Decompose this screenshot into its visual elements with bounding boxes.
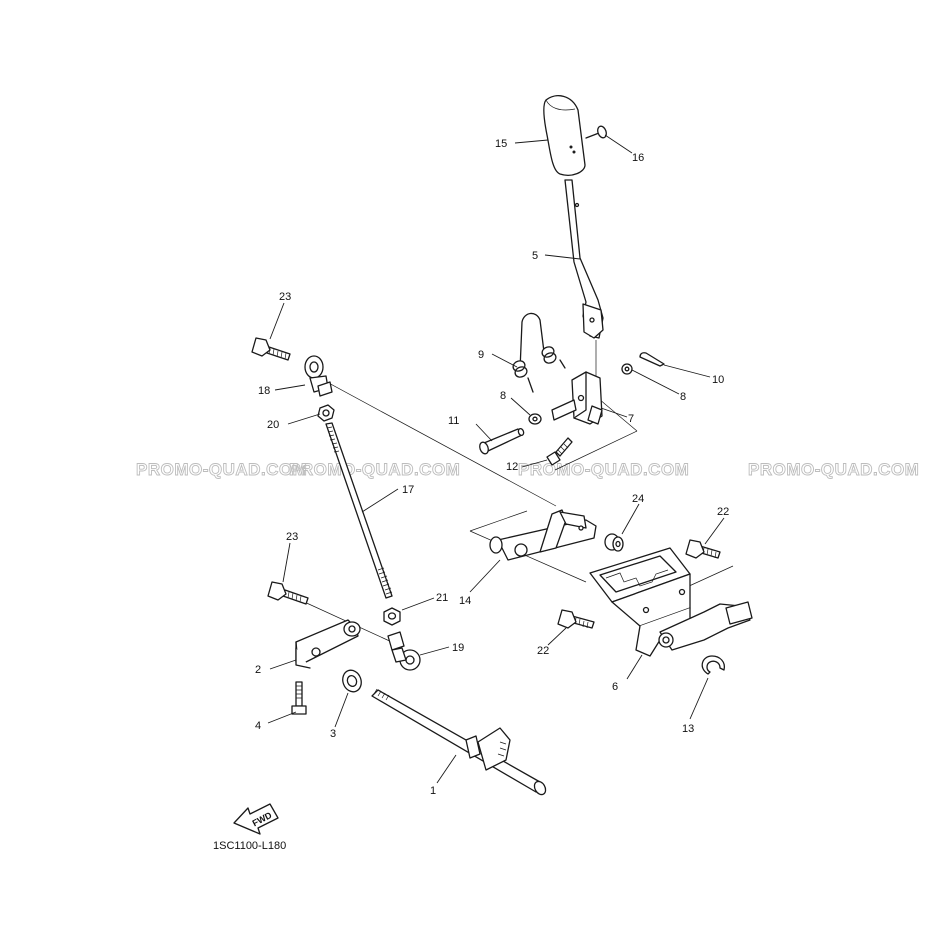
- rod-end-upper: [304, 355, 333, 397]
- watermark-4: PROMO-QUAD.COM: [748, 460, 919, 479]
- knob-screw: [585, 125, 607, 139]
- callout-13: 13: [682, 723, 694, 735]
- watermark-3: PROMO-QUAD.COM: [518, 460, 689, 479]
- callout-23-lower: 23: [286, 531, 298, 543]
- shift-arm: [295, 619, 361, 669]
- diagram-code: 1SC1100-L180: [213, 840, 286, 852]
- callout-19: 19: [452, 642, 464, 654]
- lower-nut: [383, 607, 401, 626]
- callout-8-left: 8: [500, 390, 506, 402]
- callout-10: 10: [712, 374, 724, 386]
- washers: [528, 363, 633, 425]
- cotter-pin: [639, 352, 665, 367]
- callout-2: 2: [255, 664, 261, 676]
- callout-3: 3: [330, 728, 336, 740]
- callout-1: 1: [430, 785, 436, 797]
- watermark-2: PROMO-QUAD.COM: [289, 460, 460, 479]
- bracket-bolt-right: [685, 539, 721, 559]
- callout-12: 12: [506, 461, 518, 473]
- leader-lines: [267, 134, 725, 784]
- callout-11: 11: [448, 415, 459, 427]
- callout-21: 21: [436, 592, 448, 604]
- rod-end-lower: [387, 631, 421, 671]
- callout-15: 15: [495, 138, 507, 150]
- clevis-pin: [479, 427, 525, 455]
- callout-14: 14: [459, 595, 471, 607]
- bracket-bolt: [546, 437, 573, 466]
- forward-arrow: FWD: [233, 803, 279, 835]
- callout-17: 17: [402, 484, 414, 496]
- collar: [604, 533, 624, 552]
- callout-7: 7: [628, 413, 634, 425]
- linkage-arm: [489, 509, 597, 561]
- callout-numbers: 15 16 5 9 10 8 8 7 11 12 23 18 20 17 24 …: [255, 138, 729, 797]
- shift-knob: [543, 95, 586, 176]
- callout-8-right: 8: [680, 391, 686, 403]
- callout-6: 6: [612, 681, 618, 693]
- callout-22-right: 22: [717, 506, 729, 518]
- callout-9: 9: [478, 349, 484, 361]
- callout-4: 4: [255, 720, 261, 732]
- upper-nut: [317, 404, 335, 422]
- bracket-bolt-lower: [557, 609, 595, 629]
- callout-20: 20: [267, 419, 279, 431]
- callout-23-top: 23: [279, 291, 291, 303]
- return-springs: [512, 312, 566, 393]
- callout-24: 24: [632, 493, 644, 505]
- circlip: [701, 655, 726, 675]
- shift-lever: [564, 179, 604, 339]
- callout-22-lower: 22: [537, 645, 549, 657]
- callout-16: 16: [632, 152, 644, 164]
- threaded-rod: [325, 422, 393, 599]
- shift-shaft: [371, 688, 547, 796]
- callout-18: 18: [258, 385, 270, 397]
- arm-bolt: [291, 681, 307, 715]
- lower-bolt: [267, 581, 309, 605]
- callout-5: 5: [532, 250, 538, 262]
- watermark-row: PROMO-QUAD.COM PROMO-QUAD.COM PROMO-QUAD…: [136, 460, 920, 480]
- top-bolt: [251, 337, 291, 361]
- mounting-bracket: [589, 547, 753, 657]
- oil-seal: [342, 669, 362, 693]
- lever-bracket: [551, 371, 603, 425]
- watermark-1: PROMO-QUAD.COM: [136, 460, 307, 479]
